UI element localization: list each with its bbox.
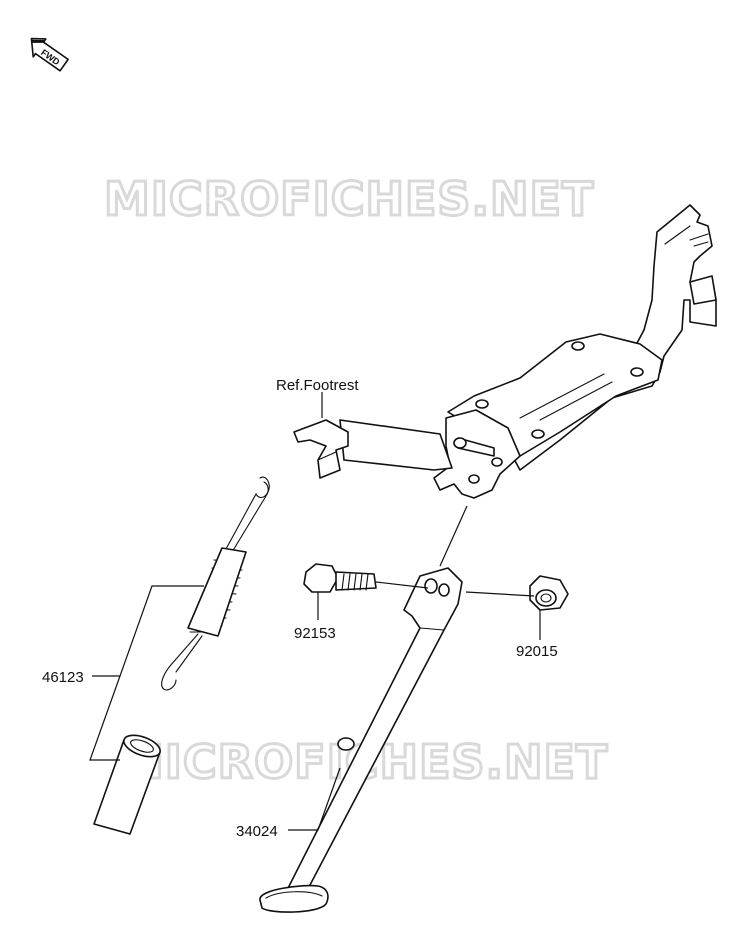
nut-part: [529, 575, 569, 611]
spring-cover-part: [93, 734, 161, 835]
watermark-top: MICROFICHES.NET: [104, 172, 594, 226]
label-92153: 92153: [294, 625, 336, 642]
label-46123: 46123: [42, 669, 84, 686]
label-34024: 34024: [236, 823, 278, 840]
leader-lines: [89, 392, 541, 831]
spring-part: [161, 476, 270, 691]
fwd-arrow-icon: FWD: [30, 37, 69, 72]
label-ref-footrest: Ref.Footrest: [276, 377, 359, 394]
bolt-part: [303, 563, 377, 593]
stand-bracket-frame: [293, 204, 717, 499]
side-stand-part: [259, 567, 463, 913]
label-92015: 92015: [516, 643, 558, 660]
